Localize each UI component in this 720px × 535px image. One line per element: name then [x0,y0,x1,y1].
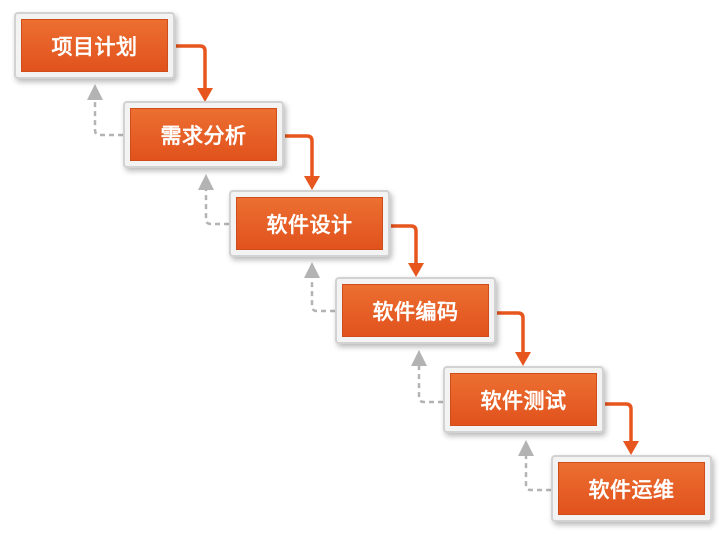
forward-arrowhead-3-4 [408,263,424,277]
stage-software-coding: 软件编码 [335,277,496,344]
forward-arrowhead-5-6 [623,441,639,455]
forward-arrowhead-2-3 [304,176,320,190]
feedback-arrowhead-5-4 [411,350,427,366]
feedback-arrow-4-3 [310,274,335,313]
stage-label: 需求分析 [160,123,247,148]
forward-arrow-1-2 [176,44,207,96]
feedback-arrow-5-4 [417,362,443,404]
stage-box: 软件设计 [236,197,383,250]
stage-box: 软件测试 [450,373,597,426]
feedback-arrow-3-2 [204,186,229,226]
feedback-arrowhead-2-1 [87,84,103,100]
forward-arrow-2-3 [285,134,314,184]
feedback-arrow-6-5 [524,452,551,492]
stage-project-planning: 项目计划 [14,12,175,79]
stage-label: 项目计划 [51,34,138,59]
stage-box: 项目计划 [21,19,168,72]
stage-label: 软件编码 [372,299,459,324]
stage-software-design: 软件设计 [229,190,390,257]
forward-arrowhead-1-2 [197,88,213,102]
feedback-arrowhead-6-5 [518,440,534,456]
stage-label: 软件测试 [480,388,567,413]
stage-box: 软件编码 [342,284,489,337]
stage-box: 需求分析 [130,108,277,161]
stage-label: 软件运维 [588,477,675,502]
forward-arrow-3-4 [391,224,418,271]
stage-label: 软件设计 [266,212,353,237]
feedback-arrowhead-3-2 [198,174,214,190]
stage-software-testing: 软件测试 [443,366,604,433]
forward-arrow-4-5 [497,311,525,360]
stage-box: 软件运维 [558,462,705,515]
forward-arrow-5-6 [605,402,633,449]
feedback-arrowhead-4-3 [304,262,320,278]
forward-arrowhead-4-5 [515,352,531,366]
stage-requirements-analysis: 需求分析 [123,101,284,168]
feedback-arrow-2-1 [93,96,123,137]
stage-software-maintenance: 软件运维 [551,455,712,522]
